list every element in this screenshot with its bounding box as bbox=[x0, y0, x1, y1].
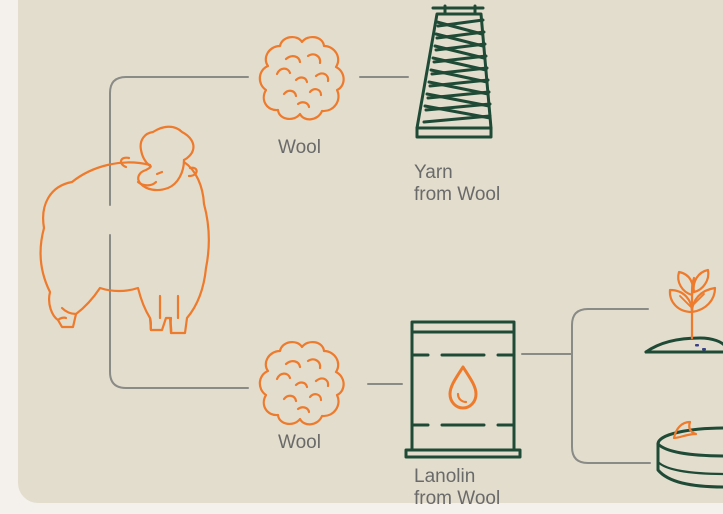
lanolin-label-line2: from Wool bbox=[414, 488, 500, 510]
wool-label-text: Wool bbox=[278, 137, 321, 159]
lanolin-label-line1: Lanolin bbox=[414, 466, 500, 488]
yarn-label-line2: from Wool bbox=[414, 184, 500, 206]
soil-dots bbox=[695, 344, 706, 351]
connector-sheep-to-top-wool bbox=[110, 77, 248, 205]
plant-icon bbox=[646, 270, 723, 352]
connector-lines bbox=[110, 77, 650, 463]
wool-label-bottom: Wool bbox=[278, 432, 321, 454]
lanolin-barrel-icon bbox=[406, 322, 520, 457]
connector-lanolin-to-products bbox=[522, 309, 650, 463]
yarn-label: Yarn from Wool bbox=[414, 162, 500, 206]
sheep-icon bbox=[41, 127, 209, 333]
wool-icon bbox=[260, 342, 344, 424]
wool-icon bbox=[260, 37, 344, 119]
wool-label-text: Wool bbox=[278, 432, 321, 454]
yarn-spool-icon bbox=[417, 6, 491, 137]
lanolin-label: Lanolin from Wool bbox=[414, 466, 500, 510]
wool-label-top: Wool bbox=[278, 137, 321, 159]
yarn-label-line1: Yarn bbox=[414, 162, 500, 184]
cream-jar-icon bbox=[658, 422, 723, 487]
